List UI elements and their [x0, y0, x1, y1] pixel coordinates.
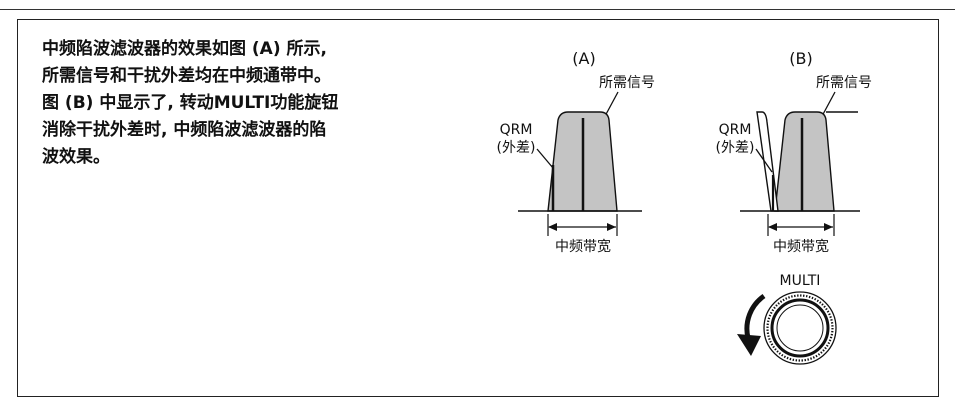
diagram-b-beat-label: (外差): [716, 140, 755, 156]
diagram-b: (B) 所需信号 QRM (外差) 中频带宽: [716, 49, 872, 255]
description-line: 消除干扰外差时, 中频陷波滤波器的陷: [42, 120, 327, 140]
diagram-b-desired-signal-label: 所需信号: [816, 75, 872, 91]
description-line: 中频陷波滤波器的效果如图 (A) 所示,: [42, 39, 327, 59]
diagram-a-beat-label: (外差): [497, 140, 536, 156]
diagram-a: (A) 所需信号 QRM (外差) 中频带宽: [497, 49, 655, 255]
diagram-a-qrm-leader: [536, 148, 554, 169]
diagram-a-qrm-label: QRM: [500, 122, 533, 138]
knob-knurl: [766, 294, 834, 362]
diagram-b-qrm-leader: [755, 148, 773, 173]
top-rule: [0, 9, 955, 10]
multi-knob-label: MULTI: [780, 273, 821, 289]
content-frame: [17, 19, 939, 397]
diagram-b-bandwidth-label: 中频带宽: [773, 238, 829, 255]
diagram-a-label: (A): [572, 49, 595, 68]
description-line: 所需信号和干扰外差均在中频通带中。: [42, 66, 331, 86]
diagram-b-passband: [774, 111, 835, 212]
diagram-b-label: (B): [789, 49, 812, 68]
description-line: 图 (B) 中显示了, 转动MULTI功能旋钮: [42, 93, 339, 113]
multi-knob: MULTI: [737, 273, 837, 365]
description-text: 中频陷波滤波器的效果如图 (A) 所示, 所需信号和干扰外差均在中频通带中。 图…: [42, 36, 442, 171]
description-line: 波效果。: [42, 147, 110, 167]
diagram-a-bandwidth-label: 中频带宽: [555, 238, 611, 255]
diagram-a-desired-signal-label: 所需信号: [599, 75, 655, 91]
knob-arrow-head-icon: [737, 334, 761, 356]
knob-rotation-arrow-icon: [744, 293, 766, 339]
knob-face: [776, 304, 824, 352]
diagram-b-qrm-label: QRM: [719, 122, 752, 138]
diagram-b-notch: [756, 111, 779, 212]
